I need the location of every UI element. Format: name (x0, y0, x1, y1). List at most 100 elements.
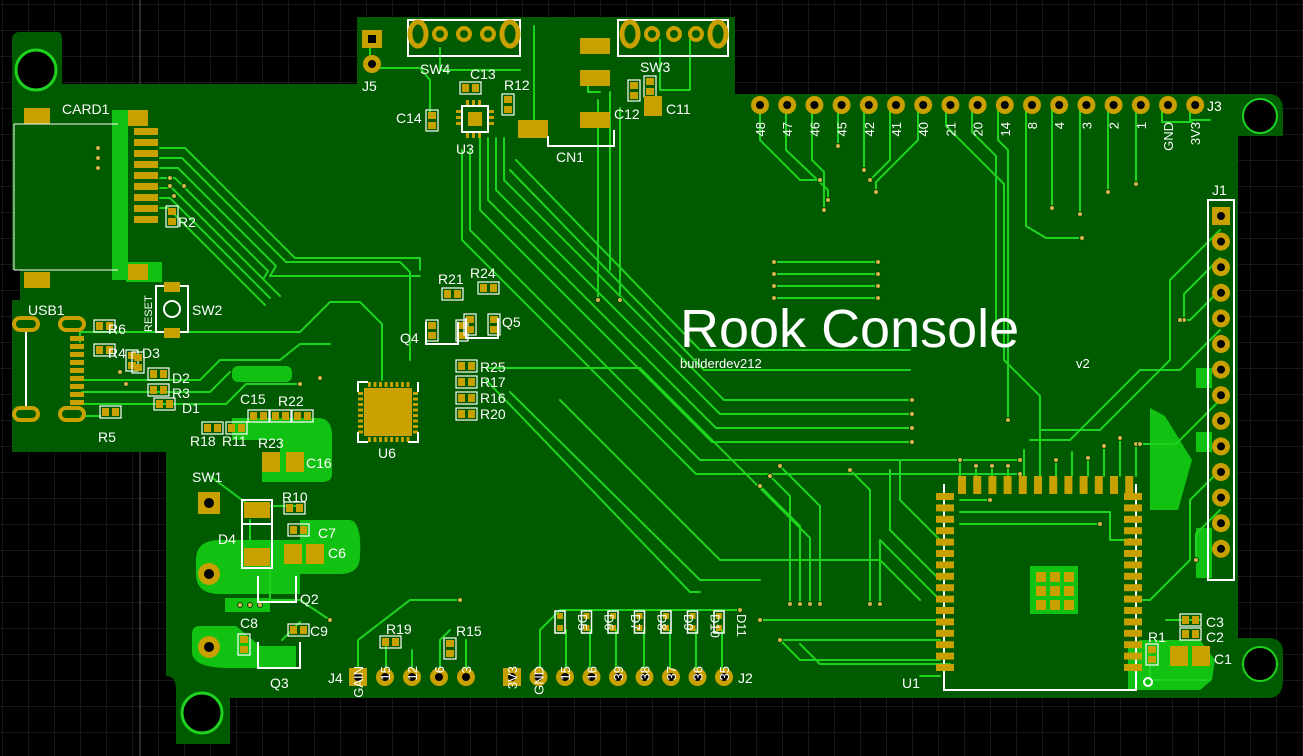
label-c3: C3 (1206, 614, 1224, 630)
smd-pad (458, 410, 465, 418)
label-c8: C8 (240, 615, 258, 631)
j2-pin-label: 39 (611, 666, 626, 680)
sw4-switch (407, 19, 521, 57)
label-c12: C12 (614, 106, 640, 122)
smd-outline (283, 501, 306, 515)
j1-pin-hole (1217, 365, 1225, 374)
cap-pad (1192, 646, 1210, 666)
u1-pad (936, 664, 954, 671)
smd-pad (480, 284, 487, 292)
smd-outline (147, 367, 170, 381)
smd-pad (466, 326, 474, 333)
u6-pin (368, 437, 371, 442)
label-q3: Q3 (270, 675, 289, 691)
label-q5: Q5 (502, 314, 521, 330)
smd-pad (290, 626, 297, 634)
j3-pin-label: 42 (862, 122, 877, 136)
u6-pin (413, 408, 418, 412)
label-j1: J1 (1212, 182, 1227, 198)
u1-pad (1124, 595, 1142, 603)
smd-pad (160, 386, 167, 394)
j3-pin-label: 3V3 (1188, 122, 1203, 145)
u6-pin (358, 397, 363, 401)
j2-pin-label: 15 (558, 666, 573, 680)
label-r15: R15 (456, 623, 482, 639)
smd-pad (228, 424, 235, 432)
j4-pin-hole (462, 673, 470, 681)
j1-pin-hole (1217, 212, 1225, 220)
smd-pad (446, 640, 454, 647)
smd-pad (454, 290, 461, 298)
label-cn1: CN1 (556, 149, 584, 165)
smd-outline (455, 375, 478, 389)
label-r21: R21 (438, 271, 464, 287)
label-c15: C15 (240, 391, 266, 407)
smd-pad (1192, 616, 1199, 624)
u1-pad (936, 629, 954, 637)
smd-pad (134, 364, 142, 371)
led-label: D6 (602, 614, 617, 631)
u1-pad (1124, 629, 1142, 637)
j3-pin-label: 3 (1079, 122, 1094, 129)
j5-header (362, 30, 382, 73)
label-sw4: SW4 (420, 61, 451, 77)
smd-pad (1182, 616, 1189, 624)
smd-pad (1148, 656, 1156, 663)
smd-outline (441, 287, 464, 301)
label-r16: R16 (480, 390, 506, 406)
j1-pin-hole (1217, 263, 1225, 272)
j2-pin-hole (614, 673, 622, 681)
smd-pad (468, 410, 475, 418)
j3-pin-hole (1028, 101, 1036, 109)
smd-pad (240, 636, 248, 643)
led-outline (580, 610, 593, 634)
label-r1: R1 (1148, 629, 1166, 645)
u1-pad (936, 618, 954, 626)
j3-pin-hole (1191, 101, 1200, 109)
smd-pad (490, 316, 498, 323)
u1-pad (1079, 476, 1088, 494)
u1-pad (1124, 550, 1142, 557)
j3-pin-label: 21 (943, 122, 958, 136)
usb1-connector (12, 316, 86, 422)
smd-outline (93, 319, 116, 333)
u6-pin (413, 397, 418, 401)
u1-pad (1124, 515, 1142, 523)
u1-pad (1124, 607, 1142, 614)
u1-pad (1124, 527, 1142, 535)
u6-pin (384, 437, 388, 442)
board-author: builderdev212 (680, 356, 762, 371)
smd-outline (1179, 613, 1202, 627)
label-r20: R20 (480, 406, 506, 422)
j3-pin-label: 48 (753, 122, 768, 136)
smd-pad (490, 326, 498, 333)
smd-outline (147, 383, 170, 397)
j3-pin-label: 14 (998, 122, 1013, 136)
j2-pin-label: 36 (691, 666, 706, 680)
label-r12: R12 (504, 77, 530, 93)
smd-pad (294, 412, 301, 420)
smd-pad (458, 322, 466, 329)
board-title: Rook Console (680, 299, 1019, 359)
label-c11: C11 (666, 101, 691, 117)
smd-pad (150, 370, 157, 378)
j3-pin-hole (1082, 101, 1091, 109)
u6-pin (358, 392, 363, 395)
led-label: D5 (575, 614, 590, 631)
label-r24: R24 (470, 265, 496, 281)
j2-pin-label: 38 (638, 666, 653, 680)
u1-pad (1034, 476, 1042, 494)
u6-pin (413, 392, 418, 395)
u6-pin (413, 430, 418, 434)
u1-pad (1064, 476, 1073, 494)
u1-pad (1124, 652, 1142, 660)
u1-pad (936, 515, 954, 523)
u6-pin (358, 419, 363, 423)
j2-pin-hole (508, 673, 516, 681)
j3-pin-label: 41 (889, 122, 904, 136)
u6-pin (373, 437, 377, 442)
j1-pin-hole (1217, 468, 1225, 476)
smd-pad (504, 96, 512, 103)
cap-pad (262, 452, 280, 472)
label-j2: J2 (738, 670, 753, 686)
